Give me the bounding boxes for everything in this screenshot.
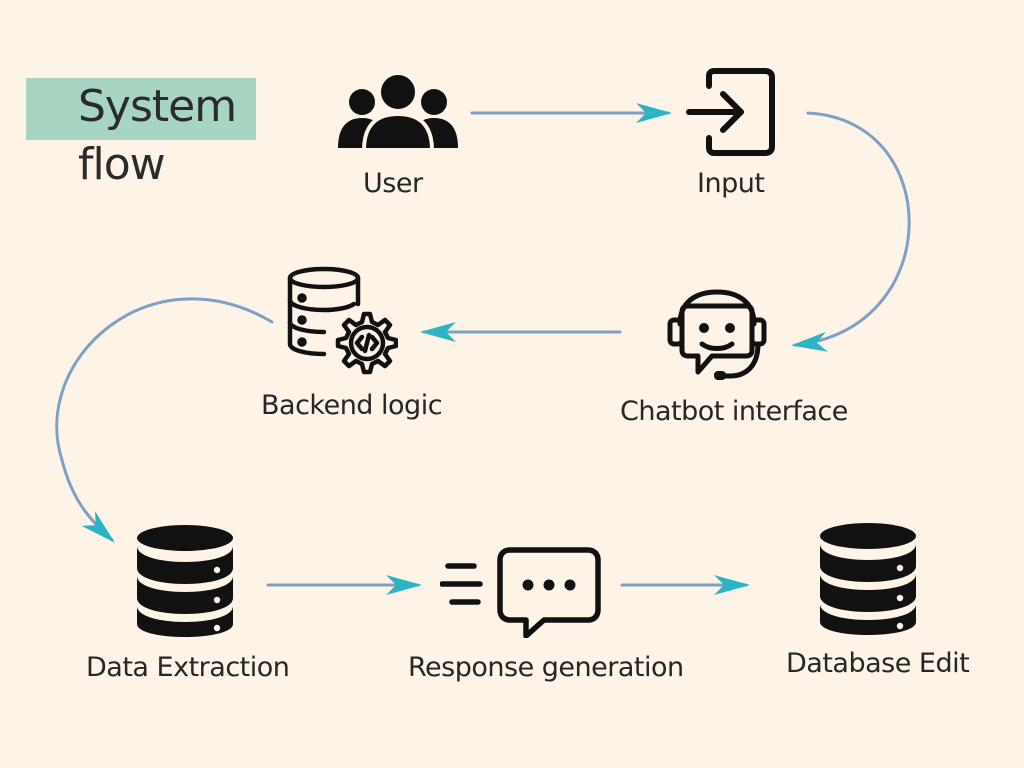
chat-bubble-dots-icon — [440, 547, 601, 638]
title-highlight — [26, 78, 256, 140]
node-label-input: Input — [697, 168, 765, 199]
database-icon — [137, 525, 233, 637]
node-label-backend: Backend logic — [261, 390, 443, 421]
users-group-icon — [338, 72, 458, 152]
database-icon — [820, 523, 916, 635]
diagram-title: System flow — [78, 78, 237, 194]
node-label-extraction: Data Extraction — [86, 652, 290, 683]
edge-backend-to-extraction — [55, 297, 274, 543]
node-label-db-edit: Database Edit — [786, 648, 970, 679]
node-label-response: Response generation — [408, 652, 684, 683]
edge-input-to-chatbot — [791, 111, 911, 352]
node-label-user: User — [363, 168, 423, 199]
sign-in-icon — [686, 68, 775, 156]
node-label-chatbot: Chatbot interface — [620, 396, 848, 427]
chatbot-headset-icon — [667, 289, 767, 380]
server-code-gear-icon — [287, 266, 398, 375]
title-line-1: System — [78, 81, 237, 132]
title-line-2: flow — [78, 139, 166, 190]
